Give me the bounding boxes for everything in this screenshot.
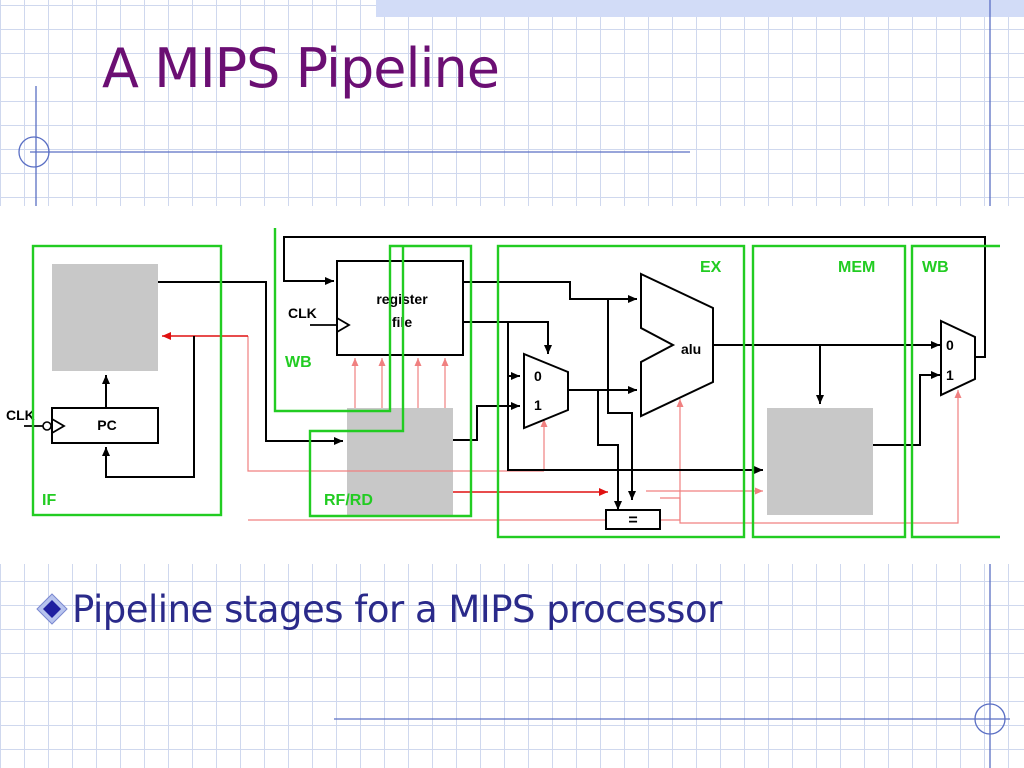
mem-latch <box>767 408 873 515</box>
top-accent-band <box>376 0 1024 17</box>
title-underline-decoration <box>18 86 690 206</box>
alu <box>640 272 714 418</box>
stage-label-wb-inner: WB <box>285 354 312 371</box>
wb-mux <box>940 319 976 397</box>
pc-clock-triangle <box>51 418 66 434</box>
stage-label-ex: EX <box>700 259 722 276</box>
stage-label-rf-rd: RF/RD <box>324 492 373 509</box>
stage-box-mem <box>751 244 907 539</box>
rf-rd-latch <box>347 408 453 515</box>
regfile-clk-label: CLK <box>288 305 317 321</box>
stage-box-wb-feedback <box>273 228 403 413</box>
black-wires <box>102 236 986 510</box>
pc-clk-label: CLK <box>6 407 35 423</box>
mips-pipeline-diagram: register file CLK PC CLK 0 1 alu 0 1 = I… <box>6 228 1000 539</box>
pc-register <box>51 407 159 444</box>
stage-box-ex <box>496 244 746 539</box>
bullet-text: Pipeline stages for a MIPS processor <box>72 587 722 631</box>
diamond-bullet-icon <box>36 593 68 625</box>
register-file <box>336 260 464 356</box>
stage-boxes <box>31 228 1000 539</box>
pc-clock-bubble <box>42 421 52 431</box>
alu-label: alu <box>681 341 701 357</box>
wb-mux-input-0: 0 <box>946 337 954 353</box>
if-latch <box>52 264 158 371</box>
wb-mux-input-1: 1 <box>946 367 954 383</box>
pc-label: PC <box>97 417 116 433</box>
stage-label-wb: WB <box>922 259 949 276</box>
ex-mux-input-1: 1 <box>534 397 542 413</box>
stage-box-rf-rd <box>308 244 473 518</box>
footer-line-decoration <box>334 703 1010 735</box>
stage-box-wb <box>910 244 1000 539</box>
bullet-item: Pipeline stages for a MIPS processor <box>32 584 722 634</box>
stage-label-if: IF <box>42 492 56 509</box>
red-signal-lines <box>162 332 608 496</box>
stage-box-if <box>31 244 223 517</box>
comparator <box>605 509 661 530</box>
stage-label-mem: MEM <box>838 259 875 276</box>
ex-mux-input-0: 0 <box>534 368 542 384</box>
slide-title: A MIPS Pipeline <box>102 37 500 100</box>
comparator-label: = <box>628 512 637 529</box>
register-file-clock-triangle <box>336 317 351 333</box>
pink-signal-lines <box>247 336 962 524</box>
ex-mux <box>523 352 569 430</box>
